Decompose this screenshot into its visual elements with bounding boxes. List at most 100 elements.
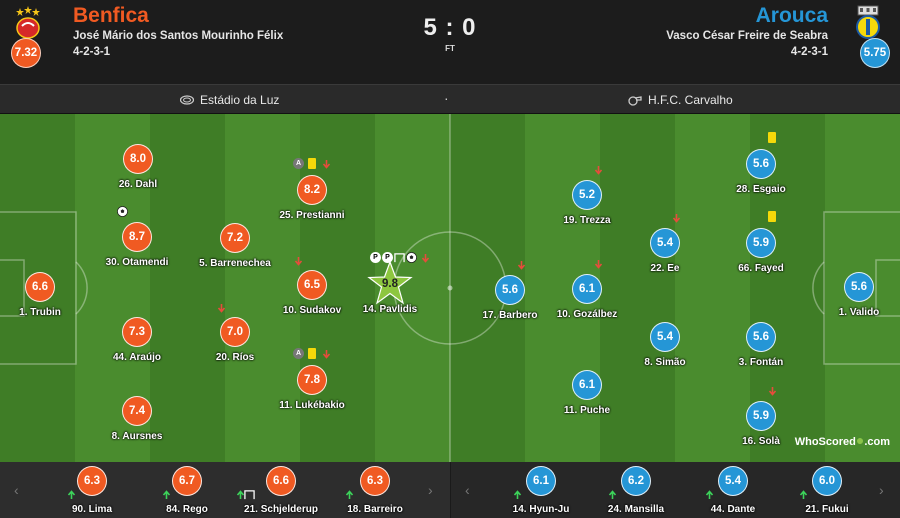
away-subs-prev-button[interactable]: ‹ — [465, 482, 470, 498]
arouca-crest-icon — [856, 5, 880, 39]
sub-off-arrow-icon — [294, 257, 303, 266]
benfica-crest-icon — [16, 6, 40, 39]
player-rating: 7.4 — [122, 396, 152, 426]
home-formation: 4-2-3-1 — [73, 46, 111, 58]
sub-on-arrow-icon — [236, 490, 245, 499]
sub-on-arrow-icon — [799, 490, 808, 499]
away-substitutes: ‹ › 6.1 14. Hyun-Ju 6.2 24. Mansilla 5.4… — [450, 462, 900, 518]
home-team-name[interactable]: Benfica — [73, 4, 149, 27]
goal-ball-icon — [406, 252, 417, 263]
match-status: FT — [445, 44, 455, 53]
sub-on-arrow-icon — [67, 490, 76, 499]
player-rating: 6.1 — [572, 274, 602, 304]
stadium-icon — [180, 95, 194, 105]
player-rating: 5.9 — [746, 228, 776, 258]
player-rating: 8.0 — [123, 144, 153, 174]
assist-icon: A — [293, 158, 304, 169]
home-manager[interactable]: José Mário dos Santos Mourinho Félix — [73, 30, 284, 42]
player-name: 90. Lima — [71, 504, 113, 515]
player-name: 11. Puche — [563, 405, 611, 416]
away-team-name[interactable]: Arouca — [755, 4, 828, 27]
player-name: 28. Esgaio — [736, 184, 786, 195]
player-rating: 6.5 — [297, 270, 327, 300]
sub-on-arrow-icon — [513, 490, 522, 499]
sub-on-arrow-icon — [162, 490, 171, 499]
sub-off-arrow-icon — [421, 254, 430, 263]
stadium-name: Estádio da Luz — [200, 93, 280, 107]
player-rating: 5.6 — [746, 322, 776, 352]
assist-icon: A — [293, 348, 304, 359]
match-info-bar: Estádio da Luz · H.F.C. Carvalho — [0, 84, 900, 114]
player-name: 16. Solà — [742, 436, 780, 447]
sub-off-arrow-icon — [672, 214, 681, 223]
player-name: 14. Hyun-Ju — [512, 504, 570, 515]
player-name: 30. Otamendi — [105, 257, 169, 268]
home-subs-next-button[interactable]: › — [428, 482, 433, 498]
player-name: 5. Barrenechea — [199, 258, 271, 269]
sub-off-arrow-icon — [217, 304, 226, 313]
away-manager[interactable]: Vasco César Freire de Seabra — [666, 30, 828, 42]
player-rating: 5.4 — [718, 466, 748, 496]
player-name: 8. Aursnes — [111, 431, 163, 442]
player-name: 66. Fayed — [738, 263, 784, 274]
sub-on-arrow-icon — [608, 490, 617, 499]
player-rating: 5.4 — [650, 228, 680, 258]
player-rating: 6.3 — [360, 466, 390, 496]
player-name: 17. Barbero — [482, 310, 538, 321]
player-rating: 6.7 — [172, 466, 202, 496]
sub-on-arrow-icon — [345, 490, 354, 499]
yellow-card-icon — [308, 348, 316, 359]
pitch: 6.6 1. Trubin 8.0 26. Dahl 8.7 30. Otame… — [0, 114, 900, 462]
sub-off-arrow-icon — [322, 160, 331, 169]
player-rating: 5.9 — [746, 401, 776, 431]
match-score: 5 : 0 — [423, 14, 477, 41]
yellow-card-icon — [308, 158, 316, 169]
info-separator: · — [444, 90, 449, 106]
sub-off-arrow-icon — [517, 261, 526, 270]
goal-ball-icon — [117, 206, 128, 217]
whistle-icon — [628, 96, 642, 106]
player-rating: 5.6 — [746, 149, 776, 179]
player-name: 22. Ee — [650, 263, 680, 274]
home-team-rating: 7.32 — [11, 38, 41, 68]
player-rating: 6.6 — [25, 272, 55, 302]
away-subs-next-button[interactable]: › — [879, 482, 884, 498]
player-rating: 7.3 — [122, 317, 152, 347]
player-rating: 6.1 — [526, 466, 556, 496]
player-name: 8. Simão — [644, 357, 686, 368]
watermark-text: WhoScored — [794, 436, 856, 448]
home-subs-prev-button[interactable]: ‹ — [14, 482, 19, 498]
player-name: 21. Fukui — [805, 504, 849, 515]
referee-info: H.F.C. Carvalho — [628, 93, 733, 107]
stadium-info: Estádio da Luz — [180, 93, 279, 107]
player-name: 18. Barreiro — [347, 504, 403, 515]
goal-post-icon — [244, 490, 255, 500]
player-rating: 7.8 — [297, 365, 327, 395]
player-rating: 6.0 — [812, 466, 842, 496]
penalty-goal-icon: P — [382, 252, 393, 263]
player-rating: 8.2 — [297, 175, 327, 205]
watermark-ball-icon: ● — [855, 432, 865, 448]
player-name: 14. Pavlidis — [362, 304, 418, 315]
player-name: 3. Fontán — [738, 357, 784, 368]
player-name: 44. Araújo — [113, 352, 161, 363]
player-rating: 6.3 — [77, 466, 107, 496]
yellow-card-icon — [768, 132, 776, 143]
player-rating: 5.4 — [650, 322, 680, 352]
player-name: 24. Mansilla — [607, 504, 665, 515]
home-substitutes: ‹ › 6.3 90. Lima 6.7 84. Rego 6.6 21. Sc… — [0, 462, 450, 518]
player-rating: 6.2 — [621, 466, 651, 496]
sub-off-arrow-icon — [594, 260, 603, 269]
whoscored-watermark: WhoScored●.com — [795, 432, 890, 448]
player-rating: 7.0 — [220, 317, 250, 347]
player-name: 19. Trezza — [563, 215, 611, 226]
sub-off-arrow-icon — [768, 387, 777, 396]
player-rating: 9.8 — [382, 278, 398, 290]
player-rating: 6.6 — [266, 466, 296, 496]
player-name: 25. Prestianni — [279, 210, 345, 221]
match-header: 7.32 Benfica José Mário dos Santos Mouri… — [0, 0, 900, 84]
player-name: 1. Trubin — [19, 307, 61, 318]
sub-on-arrow-icon — [705, 490, 714, 499]
yellow-card-icon — [768, 211, 776, 222]
player-rating: 8.7 — [122, 222, 152, 252]
